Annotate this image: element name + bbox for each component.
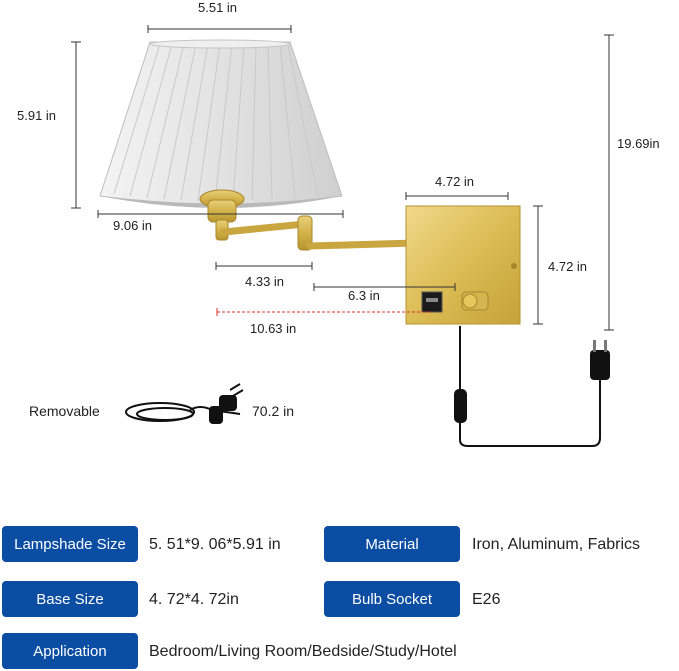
spec-value-bulb-socket: E26 — [472, 591, 501, 608]
dimension-line-long — [216, 308, 432, 316]
dimension-lines — [71, 25, 614, 331]
spec-value-lampshade-size: 5. 51*9. 06*5.91 in — [149, 536, 281, 553]
spec-value-base-size: 4. 72*4. 72in — [149, 591, 239, 608]
dim-arm-long: 10.63 in — [250, 321, 296, 336]
spec-label-application: Application — [2, 633, 138, 669]
spec-label-lampshade-size: Lampshade Size — [2, 526, 138, 562]
dim-arm-short: 4.33 in — [245, 274, 284, 289]
product-dimension-diagram: 5.51 in 5.91 in 19.69in 9.06 in 4.72 in … — [17, 0, 660, 447]
plug-icon — [590, 340, 610, 380]
dim-base-width: 4.72 in — [435, 174, 474, 189]
wall-plate — [405, 205, 521, 325]
dim-total-height: 19.69in — [617, 136, 660, 151]
dim-top-width: 5.51 in — [198, 0, 237, 15]
spec-label-material: Material — [324, 526, 460, 562]
dim-base-height: 4.72 in — [548, 259, 587, 274]
dim-arm-mid: 6.3 in — [348, 288, 380, 303]
spec-label-base-size: Base Size — [2, 581, 138, 617]
power-cord — [454, 326, 601, 447]
dim-bottom-width: 9.06 in — [113, 218, 152, 233]
cord-removable-label: Removable — [29, 403, 100, 419]
spec-label-bulb-socket: Bulb Socket — [324, 581, 460, 617]
spec-value-application: Bedroom/Living Room/Bedside/Study/Hotel — [149, 643, 457, 660]
dim-shade-height: 5.91 in — [17, 108, 56, 123]
spec-value-material: Iron, Aluminum, Fabrics — [472, 536, 641, 553]
cord-length-label: 70.2 in — [252, 403, 294, 419]
lampshade — [99, 39, 343, 208]
removable-cord-icon — [125, 383, 244, 424]
